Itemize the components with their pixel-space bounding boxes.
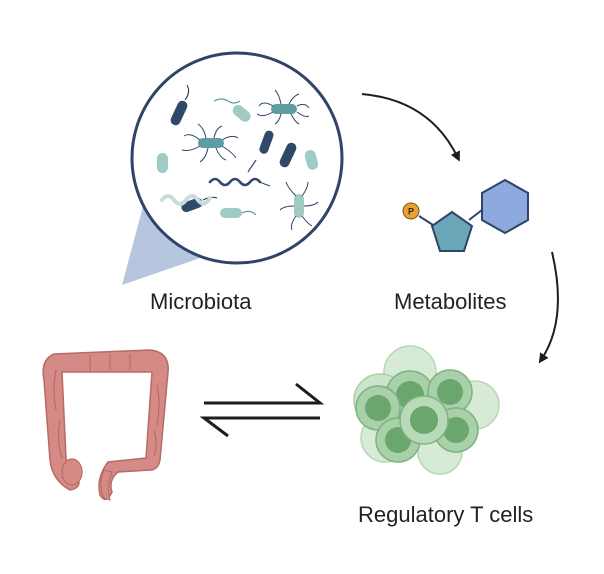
equilibrium-arrows-icon: [199, 382, 325, 438]
spirochete-icon: [160, 194, 212, 206]
bacterium-bean-icon: [304, 150, 319, 170]
phosphate-label: P: [408, 207, 414, 217]
microbiota-circle: [130, 51, 344, 265]
bacterium-bean-icon: [157, 153, 168, 173]
bacterium-rod-icon: [259, 130, 274, 154]
flagellated-bacterium-icon: [181, 123, 239, 163]
bacterium-bean-icon: [232, 104, 251, 122]
pentagon-icon: [430, 210, 474, 252]
spirochete-icon: [208, 177, 262, 187]
hexagon-icon: [481, 178, 529, 235]
arrow-microbiota-to-metabolites: [361, 93, 460, 162]
bacterium-bean-icon: [220, 208, 242, 218]
arrow-metabolites-to-tregs: [538, 251, 559, 364]
metabolite-molecule: P: [402, 178, 529, 252]
colon-icon: [42, 349, 169, 501]
microbiota-label: Microbiota: [150, 289, 252, 314]
metabolites-label: Metabolites: [394, 289, 507, 314]
bacterium-rod-icon: [170, 100, 188, 126]
t-cell-icon: [399, 395, 449, 445]
t-cell-icon: [433, 407, 479, 453]
bacterium-rod-icon: [279, 142, 297, 168]
regulatory-t-cell-cluster: [353, 345, 500, 475]
flagellated-bacterium-icon: [279, 181, 319, 231]
phosphate-icon: [402, 202, 420, 220]
flagellated-bacterium-icon: [256, 89, 310, 125]
regulatory-t-cells-label: Regulatory T cells: [358, 502, 534, 527]
